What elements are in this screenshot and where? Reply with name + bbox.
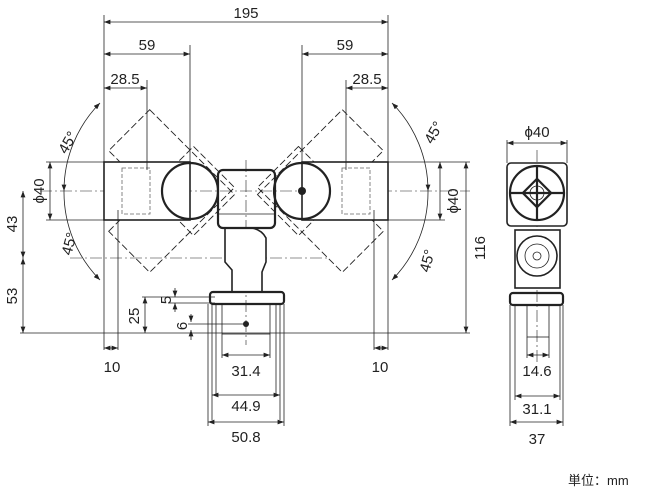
side-dimension-lines xyxy=(506,140,568,426)
dim-31-4: 31.4 xyxy=(231,363,260,380)
unit-label: 単位：mm xyxy=(568,473,629,488)
dim-left-angle-bottom: 45° xyxy=(59,231,81,257)
dim-right-59: 59 xyxy=(337,37,354,54)
side-view: ϕ40 14.6 31.1 37 xyxy=(506,124,568,448)
dim-50-8: 50.8 xyxy=(231,429,260,446)
dim-6: 6 xyxy=(174,322,191,330)
dim-left-diameter: ϕ40 xyxy=(31,178,48,203)
dim-116: 116 xyxy=(472,236,489,260)
left-rod-rotated-up xyxy=(108,109,236,237)
front-dimension-lines xyxy=(20,15,470,426)
left-pipe xyxy=(103,161,191,221)
side-ball-joint xyxy=(516,235,558,277)
side-dim-37: 37 xyxy=(529,431,546,448)
side-dim-31-1: 31.1 xyxy=(522,401,551,418)
dim-right-angle-bottom: 45° xyxy=(417,248,439,274)
dim-195: 195 xyxy=(233,5,258,22)
side-dim-14-6: 14.6 xyxy=(522,363,551,380)
dim-43: 43 xyxy=(4,216,21,233)
dim-53: 53 xyxy=(4,288,21,305)
right-pipe-insert-hidden xyxy=(341,167,371,215)
side-base-block xyxy=(526,304,550,338)
dim-left-28-5: 28.5 xyxy=(110,71,139,88)
dim-right-10: 10 xyxy=(372,359,389,376)
front-view: 195 59 59 28.5 28.5 45° 45° 45° 45° ϕ40 … xyxy=(4,5,489,446)
right-rod-rotated-up xyxy=(256,109,384,237)
dim-44-9: 44.9 xyxy=(231,398,260,415)
base-block xyxy=(221,303,271,335)
ball-inner-ring xyxy=(524,243,550,269)
socket-center-ring xyxy=(529,185,545,201)
dim-25: 25 xyxy=(126,308,143,325)
side-base-plate xyxy=(508,291,565,307)
right-pipe xyxy=(301,161,389,221)
dim-left-10: 10 xyxy=(104,359,121,376)
socket-center-diamond xyxy=(521,177,553,209)
ball-center xyxy=(532,251,542,261)
side-dim-diameter: ϕ40 xyxy=(524,124,549,141)
dim-right-28-5: 28.5 xyxy=(352,71,381,88)
dim-left-angle-top: 45° xyxy=(55,129,81,157)
dim-right-angle-top: 45° xyxy=(421,119,447,147)
base-plate xyxy=(208,290,286,306)
dim-5: 5 xyxy=(158,296,175,304)
dim-right-diameter: ϕ40 xyxy=(445,188,462,213)
center-block xyxy=(216,168,277,230)
right-ball-pivot xyxy=(298,187,306,195)
stem xyxy=(224,227,267,293)
dim-left-59: 59 xyxy=(139,37,156,54)
left-pipe-insert-hidden xyxy=(121,167,151,215)
